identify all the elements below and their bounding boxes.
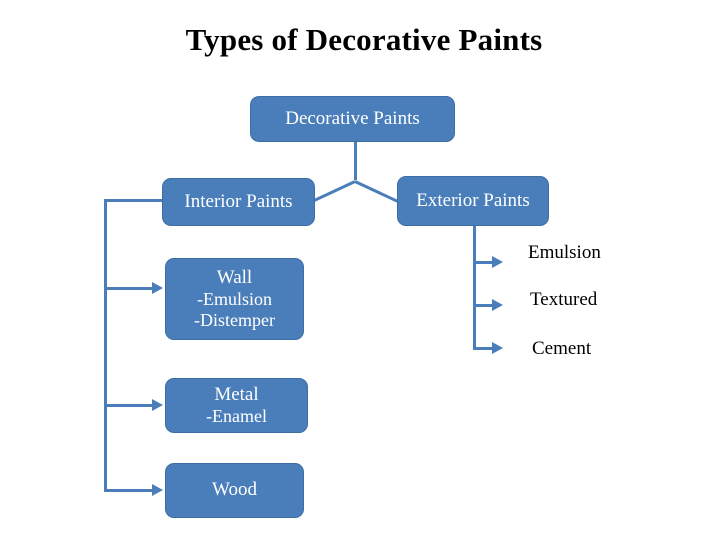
node-sublabel-enamel: -Enamel xyxy=(206,406,267,427)
node-label: Decorative Paints xyxy=(285,107,420,129)
leaf-label-textured: Textured xyxy=(530,289,598,310)
arrow-interior-to-wall-icon xyxy=(152,282,163,294)
arrow-interior-to-wood-icon xyxy=(152,484,163,496)
arrow-interior-to-metal-icon xyxy=(152,399,163,411)
slide-title: Types of Decorative Paints xyxy=(185,22,543,57)
node-wood[interactable]: Wood xyxy=(165,463,304,518)
connector-interior-to-wood xyxy=(104,489,152,492)
node-wall[interactable]: Wall -Emulsion -Distemper xyxy=(165,258,304,340)
arrow-exterior-to-cement-icon xyxy=(492,342,503,354)
node-exterior-paints[interactable]: Exterior Paints xyxy=(397,176,549,226)
node-sublabel-emulsion: -Emulsion xyxy=(197,288,272,309)
connector-interior-to-metal xyxy=(104,404,152,407)
node-sublabel-distemper: -Distemper xyxy=(194,310,275,331)
node-metal[interactable]: Metal -Enamel xyxy=(165,378,308,433)
node-label: Metal xyxy=(214,383,259,405)
node-interior-paints[interactable]: Interior Paints xyxy=(162,178,315,226)
node-label: Interior Paints xyxy=(184,190,293,212)
arrow-exterior-to-textured-icon xyxy=(492,299,503,311)
connector-exterior-to-emulsion xyxy=(473,261,493,264)
node-label: Wall xyxy=(216,266,253,288)
connector-interior-to-wall xyxy=(104,287,152,290)
connector-interior-trunk xyxy=(104,199,107,492)
connector-exterior-trunk xyxy=(473,226,476,350)
leaf-label-cement: Cement xyxy=(532,338,592,359)
connector-interior-trunk-top xyxy=(104,199,164,202)
connector-exterior-to-textured xyxy=(473,304,493,307)
connector-exterior-to-cement xyxy=(473,347,493,350)
node-decorative-paints[interactable]: Decorative Paints xyxy=(250,96,455,142)
arrow-exterior-to-emulsion-icon xyxy=(492,256,503,268)
node-label: Exterior Paints xyxy=(416,189,530,211)
leaf-label-emulsion: Emulsion xyxy=(528,242,601,263)
connector-root-stem xyxy=(354,142,357,180)
node-label: Wood xyxy=(212,479,257,501)
